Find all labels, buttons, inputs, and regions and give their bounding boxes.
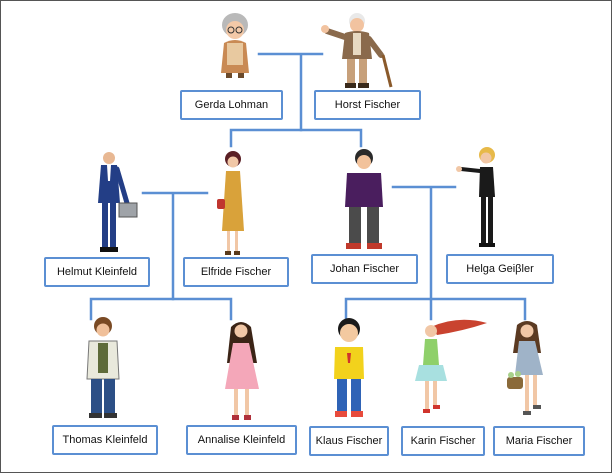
grandfather-figure bbox=[321, 13, 393, 88]
boy-yellow-shirt-figure bbox=[334, 318, 364, 417]
name-label: Karin Fischer bbox=[410, 435, 476, 447]
name-label: Klaus Fischer bbox=[315, 435, 383, 447]
girl-running-figure bbox=[415, 319, 487, 413]
name-box-helga-geissler: Helga Geiβler bbox=[446, 254, 554, 284]
woman-waving-figure bbox=[456, 147, 495, 247]
connector-fischer-children bbox=[344, 297, 527, 321]
name-label: Johan Fischer bbox=[329, 263, 400, 275]
name-box-gerda-lohman: Gerda Lohman bbox=[180, 90, 283, 120]
name-box-maria-fischer: Maria Fischer bbox=[493, 426, 585, 456]
name-label: Maria Fischer bbox=[505, 435, 573, 447]
name-box-thomas-kleinfeld: Thomas Kleinfeld bbox=[52, 425, 158, 455]
name-label: Horst Fischer bbox=[334, 99, 401, 111]
woman-yellow-dress-figure bbox=[217, 151, 244, 255]
girl-flower-basket-figure bbox=[507, 321, 543, 415]
businessman-figure bbox=[98, 152, 138, 252]
grandmother-figure bbox=[221, 13, 249, 78]
name-label: Annalise Kleinfeld bbox=[197, 434, 286, 446]
connector-kleinfeld-couple bbox=[141, 191, 209, 301]
connector-grandparents bbox=[257, 52, 324, 132]
connector-fischer-couple bbox=[391, 185, 457, 301]
name-label: Helga Geiβler bbox=[466, 263, 534, 275]
name-label: Elfride Fischer bbox=[200, 266, 272, 278]
name-box-horst-fischer: Horst Fischer bbox=[314, 90, 421, 120]
name-label: Thomas Kleinfeld bbox=[62, 434, 148, 446]
girl-pink-dress-figure bbox=[225, 322, 259, 420]
man-purple-shirt-figure bbox=[345, 149, 383, 249]
connector-kleinfeld-children bbox=[89, 297, 233, 321]
name-box-karin-fischer: Karin Fischer bbox=[401, 426, 485, 456]
name-box-elfride-fischer: Elfride Fischer bbox=[183, 257, 289, 287]
teen-boy-figure bbox=[86, 317, 120, 418]
name-box-johan-fischer: Johan Fischer bbox=[311, 254, 418, 284]
name-box-helmut-kleinfeld: Helmut Kleinfeld bbox=[44, 257, 150, 287]
name-box-klaus-fischer: Klaus Fischer bbox=[309, 426, 389, 456]
name-label: Gerda Lohman bbox=[194, 99, 269, 111]
connector-generation-two bbox=[229, 128, 363, 148]
name-box-annalise-kleinfeld: Annalise Kleinfeld bbox=[186, 425, 297, 455]
name-label: Helmut Kleinfeld bbox=[56, 266, 138, 278]
